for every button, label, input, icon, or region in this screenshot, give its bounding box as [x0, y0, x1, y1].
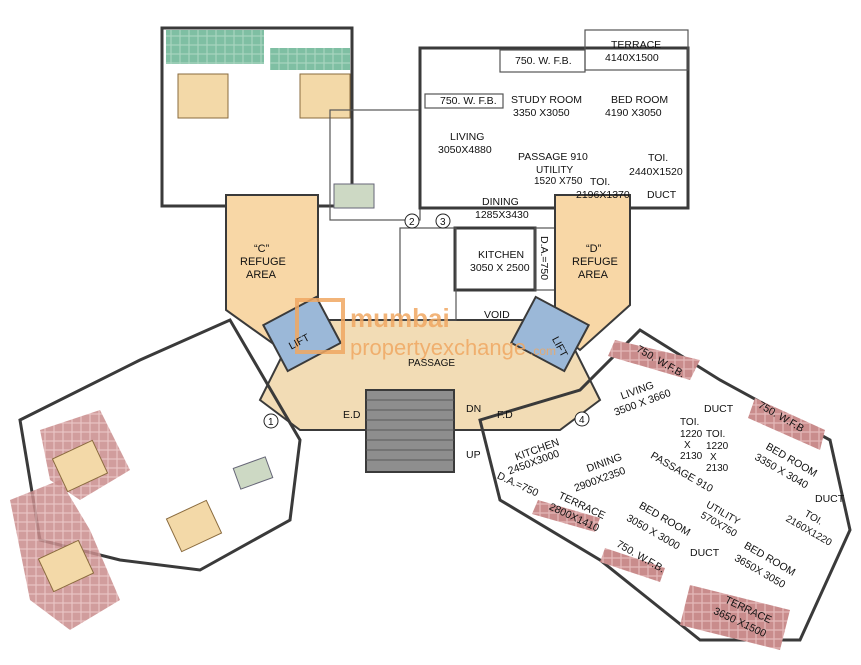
utility-top-name: UTILITY — [536, 165, 574, 176]
wfb-top-2: 750. W. F.B. — [440, 95, 497, 107]
watermark-line1: mumbai — [350, 303, 450, 333]
living-top-size: 3050X4880 — [438, 144, 492, 156]
flat-number-1: 1 — [268, 417, 274, 428]
dining-top-name: DINING — [482, 196, 519, 208]
kitchen-top-size: 3050 X 2500 — [470, 262, 530, 274]
terrace-top-name: TERRACE — [611, 39, 661, 51]
flat-left — [10, 318, 302, 630]
study-room-size: 3350 X3050 — [513, 107, 570, 119]
toi-right-1-x: X — [684, 440, 691, 451]
duct-top: DUCT — [647, 189, 677, 201]
duct-right-2: DUCT — [815, 493, 845, 505]
dining-top-size: 1285X3430 — [475, 209, 529, 221]
flat-number-4: 4 — [579, 415, 585, 426]
flat-right — [478, 328, 852, 650]
refuge-c-word2: AREA — [246, 269, 277, 281]
void-label: VOID — [484, 309, 510, 321]
bed-room-top-size: 4190 X3050 — [605, 107, 662, 119]
flat-markers: 1 2 3 4 — [263, 213, 590, 429]
passage-top: PASSAGE 910 — [518, 151, 588, 163]
watermark-logo: mumbai propertyexchange .com — [295, 298, 556, 360]
duct-right-3: DUCT — [690, 547, 720, 559]
study-room-name: STUDY ROOM — [511, 94, 582, 106]
toi-top-2-name: TOI. — [590, 176, 610, 188]
toi-top-2-size: 2196X1370 — [576, 189, 630, 201]
toi-right-2-b: 2130 — [706, 463, 729, 474]
flat-top-left — [160, 26, 421, 221]
living-top-name: LIVING — [450, 131, 484, 143]
refuge-d-word1: REFUGE — [572, 256, 618, 268]
toi-right-1-name: TOI. — [680, 417, 699, 428]
da-top: D.A.=750 — [538, 236, 550, 280]
lift-right — [509, 295, 591, 373]
watermark-suffix: .com — [530, 344, 556, 358]
refuge-d-letter: “D” — [586, 243, 602, 255]
flat-number-2: 2 — [409, 217, 415, 228]
passage-label: PASSAGE — [408, 358, 455, 369]
fd-label: F.D — [497, 409, 513, 421]
terrace-top-size: 4140X1500 — [605, 52, 659, 64]
toi-right-2-x: X — [710, 452, 717, 463]
staircase[interactable] — [365, 389, 455, 473]
toi-right-2-name: TOI. — [706, 429, 725, 440]
flat-number-3: 3 — [440, 217, 446, 228]
refuge-d-word2: AREA — [578, 269, 609, 281]
refuge-c-word1: REFUGE — [240, 256, 286, 268]
toi-top-1-size: 2440X1520 — [629, 166, 683, 178]
ed-label: E.D — [343, 409, 361, 421]
toi-right-2-a: 1220 — [706, 441, 729, 452]
kitchen-top-name: KITCHEN — [478, 249, 524, 261]
wfb-top-1: 750. W. F.B. — [515, 55, 572, 67]
toi-right-1-b: 2130 — [680, 451, 703, 462]
toi-right-1-a: 1220 — [680, 429, 703, 440]
duct-right-1: DUCT — [704, 403, 734, 415]
bed-room-top-name: BED ROOM — [611, 94, 668, 106]
utility-top-size: 1520 X750 — [534, 176, 583, 187]
refuge-c-letter: “C” — [254, 243, 270, 255]
toi-top-1-name: TOI. — [648, 152, 668, 164]
watermark-line2: propertyexchange — [350, 335, 526, 360]
stair-up: UP — [466, 449, 481, 461]
stair-dn: DN — [466, 403, 481, 415]
